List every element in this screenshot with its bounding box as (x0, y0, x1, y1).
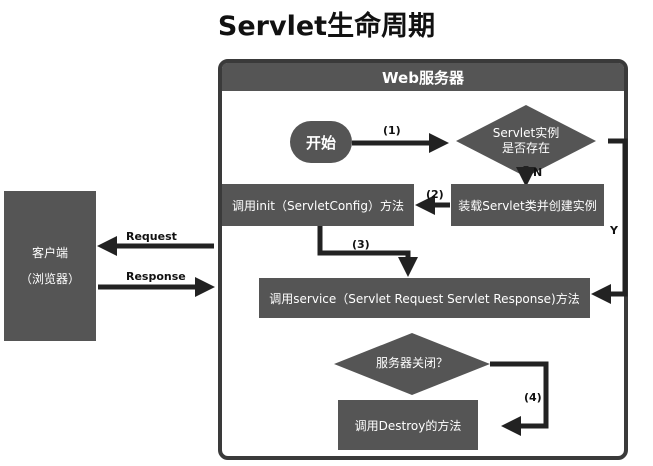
web-server-header: Web服务器 (222, 63, 624, 91)
no-label: N (533, 166, 543, 179)
response-label: Response (126, 270, 186, 283)
diagram-title: Servlet生命周期 (217, 11, 436, 42)
client-label: 客户端 (31, 246, 68, 260)
instance-check-text: Servlet实例 是否存在 (476, 126, 576, 156)
destroy-method-box: 调用Destroy的方法 (338, 400, 478, 450)
step1-label: (1) (383, 124, 401, 137)
start-label: 开始 (305, 133, 336, 152)
destroy-method-label: 调用Destroy的方法 (354, 418, 462, 433)
step3-label: (3) (352, 238, 370, 251)
yes-label: Y (610, 224, 618, 237)
shutdown-check-text: 服务器关闭？ (375, 356, 448, 370)
instance-check-line1: Servlet实例 (492, 126, 560, 140)
request-label: Request (126, 230, 177, 243)
client-sublabel: （浏览器） (19, 272, 80, 286)
load-class-box: 装载Servlet类并创建实例 (451, 184, 604, 226)
step4-label: (4) (524, 391, 542, 404)
init-method-label: 调用init（ServletConfig）方法 (232, 198, 404, 213)
client-box: 客户端 （浏览器） (4, 191, 96, 341)
init-method-box: 调用init（ServletConfig）方法 (222, 184, 414, 226)
service-method-box: 调用service（Servlet Request Servlet Respon… (259, 278, 590, 318)
service-method-label: 调用service（Servlet Request Servlet Respon… (269, 291, 580, 306)
start-node: 开始 (290, 121, 352, 163)
web-server-label: Web服务器 (382, 68, 464, 87)
load-class-label: 装载Servlet类并创建实例 (458, 198, 597, 213)
step2-label: (2) (426, 188, 444, 201)
instance-check-line2: 是否存在 (501, 141, 550, 155)
